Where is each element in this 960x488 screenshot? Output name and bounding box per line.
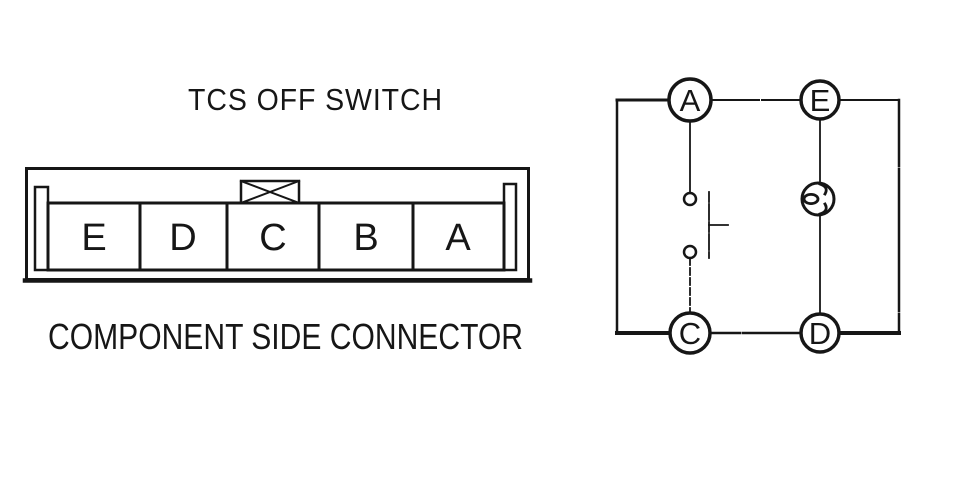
terminal-a-circle (667, 77, 713, 123)
circuit-terminals (667, 77, 841, 355)
terminal-d-circle (799, 312, 841, 354)
connector-pin-label-d: D (169, 217, 196, 259)
connector-pin-label-a: A (445, 217, 471, 259)
switch-contact-bottom (682, 244, 698, 260)
circuit-schematic: A E C D (615, 77, 901, 355)
connector-caption: COMPONENT SIDE CONNECTOR (48, 316, 523, 357)
switch-actuator (708, 191, 729, 259)
terminal-e-circle (799, 79, 841, 121)
terminal-c-circle (668, 311, 712, 355)
terminal-a-label: A (680, 83, 701, 118)
terminal-c-label: C (679, 316, 701, 351)
connector-right-rail (502, 182, 518, 272)
connector-left-rail (33, 185, 50, 272)
connector-pin-label-b: B (353, 217, 378, 259)
connector-lock-icon (239, 179, 301, 205)
connector-pin-label-c: C (259, 217, 286, 259)
bulb-icon (800, 118, 836, 315)
connector-pin-row (46, 201, 506, 272)
terminal-d-label: D (809, 316, 831, 351)
connector-pin-label-e: E (81, 217, 106, 259)
switch-contact-top (682, 191, 698, 207)
bulb-filament (802, 182, 828, 216)
diagram-title: TCS OFF SWITCH (188, 82, 443, 117)
switch-icon (682, 120, 729, 314)
terminal-e-label: E (810, 83, 831, 118)
circuit-loop-wires (615, 98, 901, 335)
connector-drawing: TCS OFF SWITCH E (22, 82, 533, 357)
